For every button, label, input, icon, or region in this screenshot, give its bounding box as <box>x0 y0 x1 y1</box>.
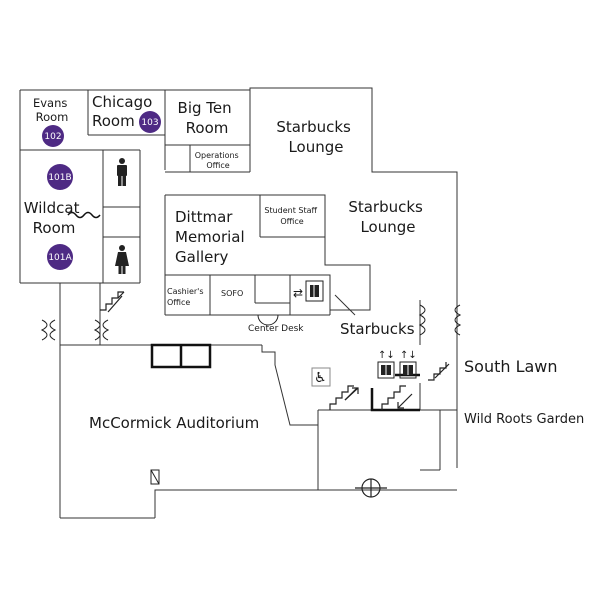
room-number-badge-101a: 101A <box>47 244 73 270</box>
outdoor-label-wild-roots: Wild Roots Garden <box>464 412 584 427</box>
svg-text:103: 103 <box>141 118 158 128</box>
room-number-badge-102: 102 <box>42 125 64 147</box>
room-label-wildcat: Wildcat Room <box>24 199 84 237</box>
accessible-icon: ♿ <box>311 367 331 387</box>
room-label-chicago: Chicago Room <box>92 93 157 130</box>
building-walls <box>19 87 458 519</box>
room-label-big-ten: Big Ten Room <box>178 99 237 137</box>
room-label-starbucks-lounge-lower: Starbucks Lounge <box>348 198 427 236</box>
room-label-operations: Operations Office <box>195 151 242 170</box>
stairs-icon <box>329 385 359 410</box>
svg-text:↑↓: ↑↓ <box>378 350 395 361</box>
svg-text:101B: 101B <box>48 173 71 183</box>
badge-circle <box>47 244 73 270</box>
room-label-starbucks: Starbucks <box>340 320 415 338</box>
restroom-men-icon <box>117 158 127 186</box>
svg-text:101A: 101A <box>48 253 72 263</box>
elevator-icon <box>305 280 324 302</box>
badge-circle <box>42 125 64 147</box>
room-number-badge-103: 103 <box>139 111 161 133</box>
stairs-icon <box>100 291 125 313</box>
stairs-icon <box>428 362 450 381</box>
room-label-sofo: SOFO <box>221 289 243 298</box>
revolving-door-icon <box>355 478 387 498</box>
elevator-icon: ↑↓ <box>399 350 417 379</box>
restroom-women-icon <box>115 245 129 274</box>
stairs-icon <box>381 385 413 410</box>
door-swing-icon <box>40 304 462 341</box>
corridor-windows <box>150 343 212 369</box>
room-label-center-desk: Center Desk <box>248 324 304 334</box>
badge-circle <box>139 111 161 133</box>
svg-text:↑↓: ↑↓ <box>400 350 417 361</box>
room-label-auditorium: McCormick Auditorium <box>89 414 259 432</box>
room-number-badge-101b: 101B <box>47 164 73 190</box>
room-label-starbucks-lounge-upper: Starbucks Lounge <box>276 118 355 156</box>
badge-circle <box>47 164 73 190</box>
door-swing-icon <box>150 469 160 485</box>
room-label-evans: Evans Room <box>33 96 71 124</box>
room-label-dittmar: Dittmar Memorial Gallery <box>175 208 249 266</box>
svg-text:♿: ♿ <box>314 370 327 386</box>
elevator-icon: ↑↓ <box>377 350 395 379</box>
outdoor-label-south-lawn: South Lawn <box>464 357 558 376</box>
svg-text:102: 102 <box>44 132 61 142</box>
exchange-icon: ⇄ <box>293 286 303 300</box>
room-label-cashiers: Cashier's Office <box>167 287 206 307</box>
room-label-student-staff: Student Staff Office <box>264 206 319 226</box>
movable-partition <box>67 211 101 219</box>
